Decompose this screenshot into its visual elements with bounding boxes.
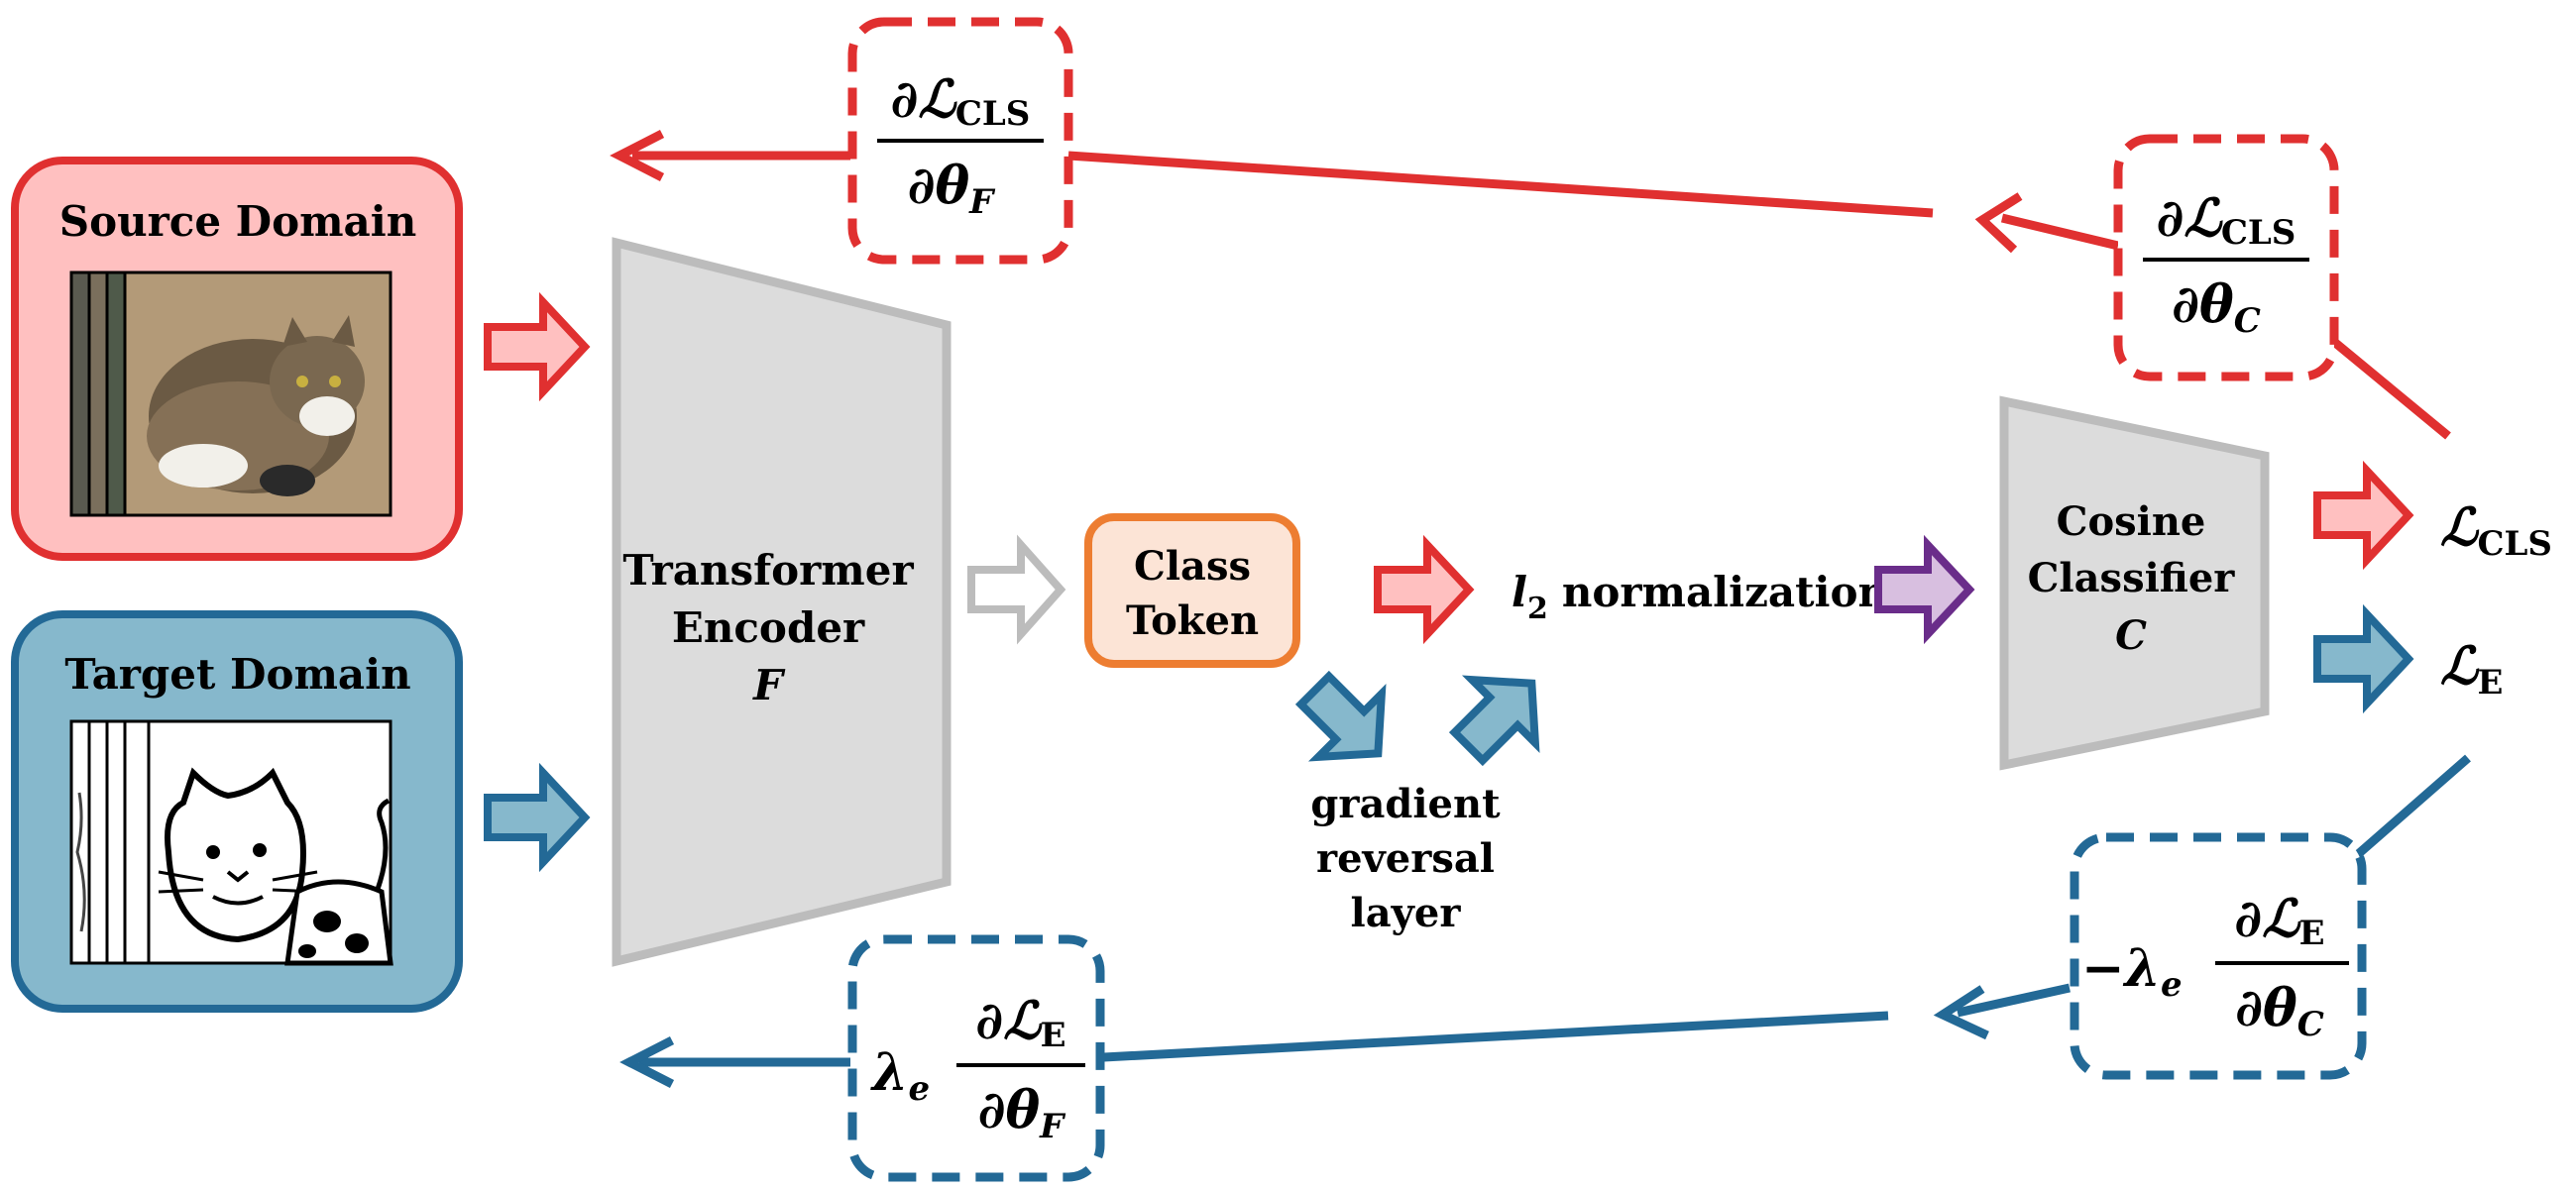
cat-photo-icon bbox=[69, 271, 392, 517]
classifier-line2: Classifier bbox=[2028, 555, 2236, 601]
transformer-encoder: Transformer Encoder F bbox=[612, 237, 952, 967]
cat-sketch-icon bbox=[69, 719, 393, 966]
svg-text:λe: λe bbox=[870, 1042, 930, 1109]
svg-text:∂θF: ∂θF bbox=[978, 1080, 1066, 1146]
svg-text:∂ℒCLS: ∂ℒCLS bbox=[891, 69, 1031, 134]
source-domain-box: Source Domain bbox=[11, 157, 463, 561]
encoder-line1: Transformer bbox=[622, 546, 914, 595]
source-to-encoder-arrow bbox=[484, 291, 591, 402]
svg-text:∂θC: ∂θC bbox=[2172, 274, 2261, 341]
classifier-line1: Cosine bbox=[2057, 498, 2206, 545]
classifier-to-cls-arrow bbox=[2313, 460, 2414, 571]
red-arrowhead-left bbox=[610, 129, 665, 182]
classifier-to-e-arrow bbox=[2313, 603, 2414, 714]
loss-e: ℒE bbox=[2440, 636, 2503, 703]
gradC-to-encoder-line bbox=[2000, 213, 2120, 251]
target-domain-box: Target Domain bbox=[11, 610, 463, 1013]
target-domain-label: Target Domain bbox=[64, 650, 410, 699]
grl-line3: layer bbox=[1351, 890, 1462, 936]
grad-e-C-box: −λe ∂ℒE ∂θC bbox=[2070, 832, 2367, 1080]
svg-text:∂ℒCLS: ∂ℒCLS bbox=[2157, 188, 2296, 253]
token-to-norm-arrow bbox=[1374, 534, 1475, 645]
grl-line2: reversal bbox=[1316, 835, 1495, 882]
blue-arrowhead-mid bbox=[1933, 985, 1989, 1040]
gradC-to-gradF-blue-line bbox=[1084, 1011, 1889, 1063]
svg-text:∂ℒE: ∂ℒE bbox=[2234, 889, 2324, 953]
cosine-classifier: Cosine Classifier C bbox=[1999, 395, 2270, 771]
svg-text:∂θF: ∂θF bbox=[908, 156, 996, 222]
norm-to-classifier-arrow bbox=[1874, 534, 1975, 645]
grad-cls-F-box: ∂ℒCLS ∂θF bbox=[847, 17, 1073, 265]
grl-up-arrow bbox=[1448, 675, 1540, 767]
class-token-box: Class Token bbox=[1084, 513, 1300, 668]
red-arrowhead-mid bbox=[1974, 192, 2023, 254]
grad-cls-C-box: ∂ℒCLS ∂θC bbox=[2113, 134, 2339, 381]
svg-text:∂θC: ∂θC bbox=[2235, 978, 2324, 1044]
cls-to-gradC-line bbox=[2331, 338, 2451, 440]
encoder-line2: Encoder bbox=[672, 603, 865, 652]
target-to-encoder-arrow bbox=[484, 762, 591, 873]
l2-normalization: l2 normalization bbox=[1512, 568, 1888, 626]
svg-text:∂ℒE: ∂ℒE bbox=[975, 991, 1065, 1055]
norm-symbol: l bbox=[1512, 568, 1527, 616]
grad-e-F-box: λe ∂ℒE ∂θF bbox=[847, 934, 1105, 1182]
svg-text:−λe: −λe bbox=[2081, 938, 2183, 1005]
class-token-line1: Class bbox=[1134, 543, 1251, 590]
loss-cls: ℒCLS bbox=[2440, 497, 2552, 564]
gradC-to-gradF-line bbox=[1067, 151, 1934, 218]
e-to-gradC-line bbox=[2346, 754, 2471, 866]
grl-down-arrow bbox=[1294, 670, 1387, 762]
classifier-symbol: C bbox=[2115, 612, 2147, 659]
encoder-symbol: F bbox=[752, 661, 786, 709]
red-gradient-flow bbox=[632, 151, 2451, 440]
gradC-to-encoder-blue-line bbox=[1957, 983, 2071, 1018]
blue-gradient-flow bbox=[639, 754, 2471, 1067]
class-token-line2: Token bbox=[1126, 597, 1259, 644]
norm-label: normalization bbox=[1562, 568, 1888, 616]
encoder-to-token-arrow bbox=[967, 534, 1066, 645]
blue-arrowhead-left bbox=[619, 1035, 675, 1089]
norm-subscript: 2 bbox=[1527, 592, 1548, 626]
grl-line1: gradient bbox=[1310, 781, 1501, 827]
source-domain-label: Source Domain bbox=[59, 197, 417, 246]
